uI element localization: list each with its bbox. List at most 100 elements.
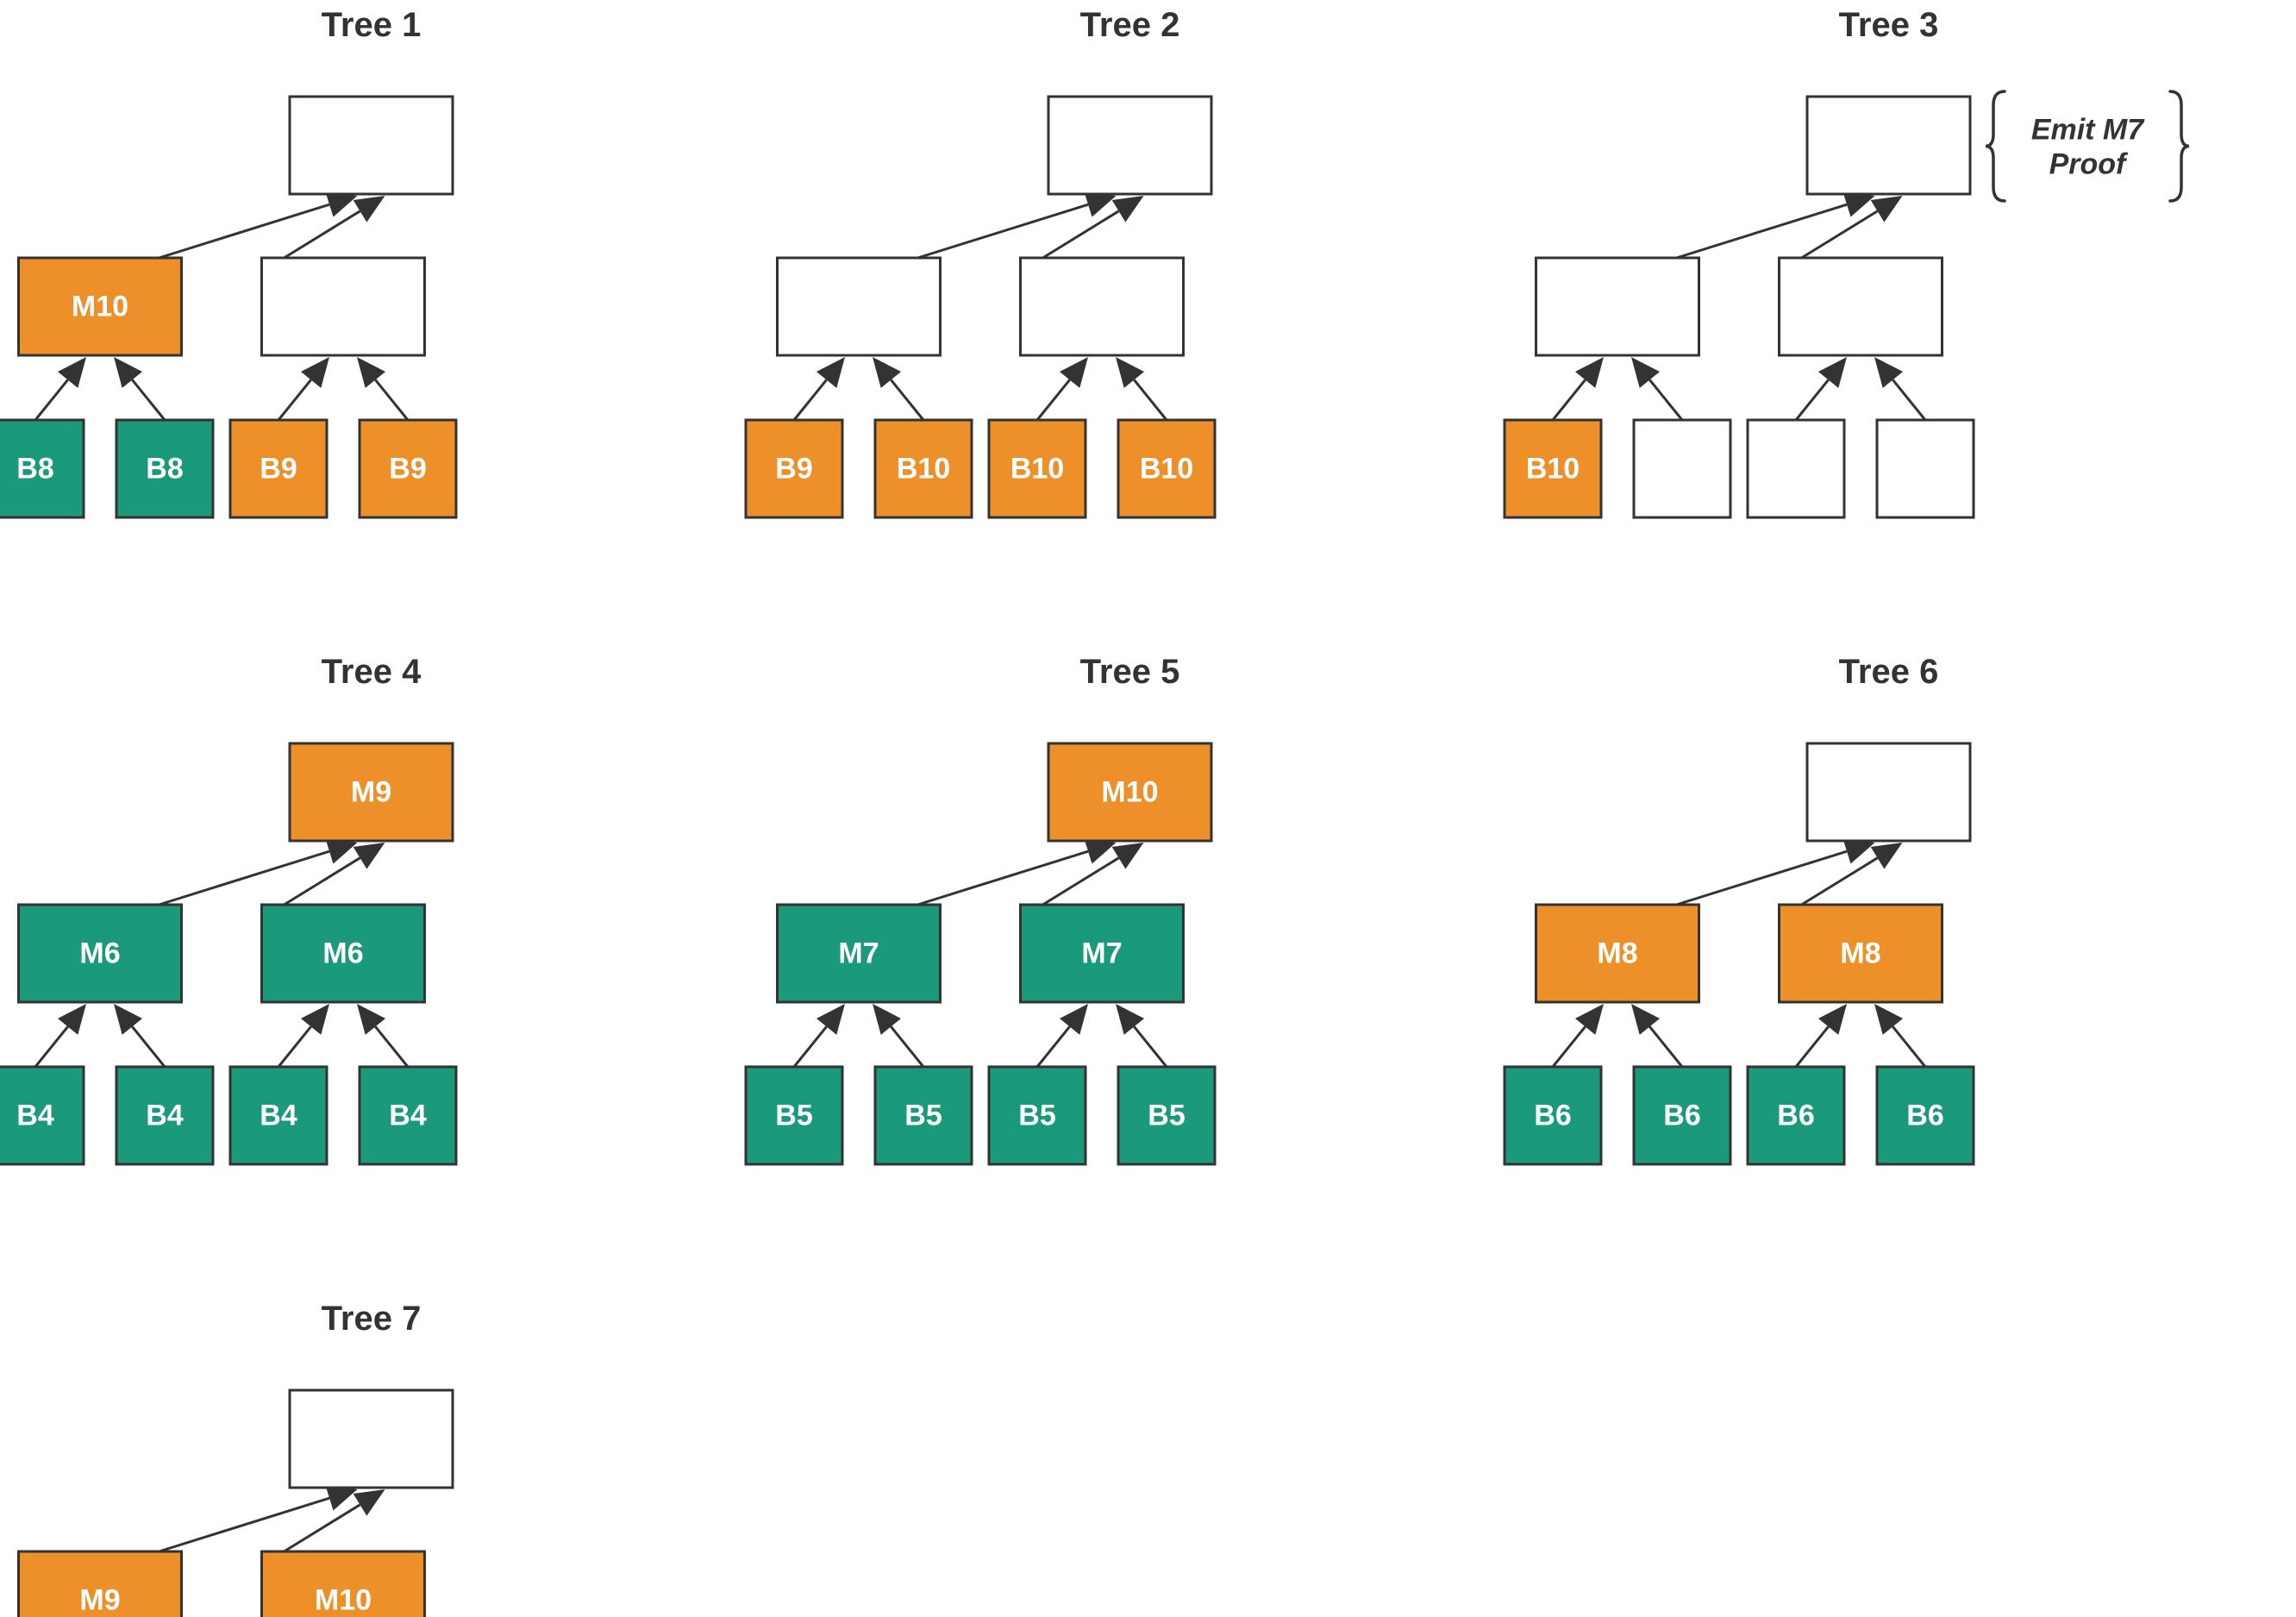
- tree-2-leaf-node-3[interactable]: B10: [987, 418, 1087, 519]
- tree-1-leaf-node-2[interactable]: B8: [115, 418, 215, 519]
- tree-1-leaf-node-3[interactable]: B9: [228, 418, 328, 519]
- tree-4-leaf-node-3-rect[interactable]: [228, 1065, 328, 1166]
- tree-4-mid-node-2-rect[interactable]: [260, 903, 426, 1004]
- tree-6-leaf-node-2-rect[interactable]: [1632, 1065, 1732, 1166]
- tree-2-mid-node-2-rect[interactable]: [1019, 256, 1185, 357]
- tree-2-leaf-node-1[interactable]: B9: [744, 418, 844, 519]
- tree-2-leaf-node-1-rect[interactable]: [744, 418, 844, 519]
- tree-2-leaf-node-2[interactable]: B10: [873, 418, 973, 519]
- tree-title-1: Tree 1: [322, 6, 422, 44]
- tree-3-mid-node-2-rect[interactable]: [1778, 256, 1943, 357]
- tree-4-leaf-node-4[interactable]: B4: [358, 1065, 458, 1166]
- tree-6-leaf-node-1-rect[interactable]: [1503, 1065, 1603, 1166]
- tree-6-leaf-node-2[interactable]: B6: [1632, 1065, 1732, 1166]
- tree-1-mid-node-2-rect[interactable]: [260, 256, 426, 357]
- tree-7-mid-node-2-rect[interactable]: [260, 1550, 426, 1617]
- tree-6-mid-node-1-rect[interactable]: [1535, 903, 1700, 1004]
- tree-2-leaf-node-3-rect[interactable]: [987, 418, 1087, 519]
- tree-5-leaf-node-4-rect[interactable]: [1117, 1065, 1217, 1166]
- tree-5-mid-node-1[interactable]: M7: [776, 903, 942, 1004]
- tree-5-leaf-node-2[interactable]: B5: [873, 1065, 973, 1166]
- tree-3-leaf-node-1[interactable]: B10: [1503, 418, 1603, 519]
- tree-5-leaf-node-4[interactable]: B5: [1117, 1065, 1217, 1166]
- tree-3-mid-node-1-rect[interactable]: [1535, 256, 1700, 357]
- tree-3-leaf-node-4-rect[interactable]: [1875, 418, 1975, 519]
- tree-6-mid-node-2-rect[interactable]: [1778, 903, 1943, 1004]
- tree-5-leaf-node-3-rect[interactable]: [987, 1065, 1087, 1166]
- tree-6-leaf-node-1[interactable]: B6: [1503, 1065, 1603, 1166]
- tree-2-mid-node-1[interactable]: [776, 256, 942, 357]
- tree-4-leaf-node-3[interactable]: B4: [228, 1065, 328, 1166]
- tree-4-leaf-node-1[interactable]: B4: [0, 1065, 85, 1166]
- tree-4-mid-node-2[interactable]: M6: [260, 903, 426, 1004]
- tree-5-mid-node-1-label: M7: [838, 937, 879, 969]
- tree-4-mid-node-1[interactable]: M6: [17, 903, 183, 1004]
- tree-3-root-node[interactable]: [1805, 95, 1972, 196]
- tree-1-leaf-node-4[interactable]: B9: [358, 418, 458, 519]
- tree-7-root-node-rect[interactable]: [288, 1388, 454, 1489]
- tree-edge-arrowhead-l2: [1817, 1004, 1847, 1035]
- tree-4-root-node-rect[interactable]: [288, 742, 454, 843]
- tree-edge-line: [1133, 379, 1168, 421]
- tree-4-leaf-node-2-rect[interactable]: [115, 1065, 215, 1166]
- tree-5-root-node[interactable]: M10: [1047, 742, 1213, 843]
- tree-6-leaf-node-3-rect[interactable]: [1746, 1065, 1846, 1166]
- tree-4-leaf-node-4-rect[interactable]: [358, 1065, 458, 1166]
- tree-1-leaf-node-1[interactable]: B8: [0, 418, 85, 519]
- tree-2-mid-node-2[interactable]: [1019, 256, 1185, 357]
- tree-2-root-node[interactable]: [1047, 95, 1213, 196]
- tree-6-leaf-node-4[interactable]: B6: [1875, 1065, 1975, 1166]
- tree-3-mid-node-1[interactable]: [1535, 256, 1700, 357]
- tree-3-leaf-node-4[interactable]: [1875, 418, 1975, 519]
- tree-edge-arrowhead-m1: [1870, 843, 1903, 869]
- tree-5-leaf-node-2-label: B5: [904, 1099, 942, 1131]
- tree-2-leaf-node-4-rect[interactable]: [1117, 418, 1217, 519]
- tree-3-leaf-node-2-rect[interactable]: [1632, 418, 1732, 519]
- tree-4-leaf-node-2[interactable]: B4: [115, 1065, 215, 1166]
- tree-5-mid-node-1-rect[interactable]: [776, 903, 942, 1004]
- tree-1-root-node-rect[interactable]: [288, 95, 454, 196]
- tree-3-root-node-rect[interactable]: [1805, 95, 1972, 196]
- tree-5-leaf-node-3[interactable]: B5: [987, 1065, 1087, 1166]
- tree-6-leaf-node-4-rect[interactable]: [1875, 1065, 1975, 1166]
- tree-4-mid-node-1-rect[interactable]: [17, 903, 183, 1004]
- tree-5-mid-node-2[interactable]: M7: [1019, 903, 1185, 1004]
- tree-7-mid-node-1-rect[interactable]: [17, 1550, 183, 1617]
- tree-7-root-node[interactable]: [288, 1388, 454, 1489]
- tree-2-leaf-node-3-label: B10: [1010, 452, 1064, 485]
- tree-7-mid-node-1[interactable]: M9: [17, 1550, 183, 1617]
- tree-2-mid-node-1-rect[interactable]: [776, 256, 942, 357]
- tree-1-root-node[interactable]: [288, 95, 454, 196]
- tree-2-leaf-node-2-rect[interactable]: [873, 418, 973, 519]
- tree-1-leaf-node-4-rect[interactable]: [358, 418, 458, 519]
- tree-5-root-node-rect[interactable]: [1047, 742, 1213, 843]
- tree-5-leaf-node-2-rect[interactable]: [873, 1065, 973, 1166]
- tree-7-mid-node-2[interactable]: M10: [260, 1550, 426, 1617]
- tree-6-leaf-node-3[interactable]: B6: [1746, 1065, 1846, 1166]
- tree-4-root-node[interactable]: M9: [288, 742, 454, 843]
- tree-1-mid-node-1[interactable]: M10: [17, 256, 183, 357]
- tree-5-mid-node-2-rect[interactable]: [1019, 903, 1185, 1004]
- tree-6-mid-node-2[interactable]: M8: [1778, 903, 1943, 1004]
- tree-3-mid-node-2[interactable]: [1778, 256, 1943, 357]
- tree-6-root-node-rect[interactable]: [1805, 742, 1972, 843]
- tree-1-leaf-node-2-rect[interactable]: [115, 418, 215, 519]
- tree-2-root-node-rect[interactable]: [1047, 95, 1213, 196]
- tree-3-leaf-node-3-rect[interactable]: [1746, 418, 1846, 519]
- tree-5-leaf-node-1[interactable]: B5: [744, 1065, 844, 1166]
- tree-6-mid-node-1[interactable]: M8: [1535, 903, 1700, 1004]
- tree-4-mid-node-1-label: M6: [79, 937, 120, 969]
- tree-3-leaf-node-1-rect[interactable]: [1503, 418, 1603, 519]
- tree-1-leaf-node-3-rect[interactable]: [228, 418, 328, 519]
- tree-1-mid-node-1-rect[interactable]: [17, 256, 183, 357]
- tree-edge-arrowhead-l3: [1874, 1004, 1904, 1035]
- tree-1-mid-node-2[interactable]: [260, 256, 426, 357]
- tree-2-leaf-node-4[interactable]: B10: [1117, 418, 1217, 519]
- tree-1-leaf-node-1-rect[interactable]: [0, 418, 85, 519]
- tree-6-root-node[interactable]: [1805, 742, 1972, 843]
- tree-6-leaf-node-4-label: B6: [1906, 1099, 1943, 1131]
- tree-5-leaf-node-1-rect[interactable]: [744, 1065, 844, 1166]
- tree-3-leaf-node-3[interactable]: [1746, 418, 1846, 519]
- tree-4-leaf-node-1-rect[interactable]: [0, 1065, 85, 1166]
- tree-3-leaf-node-2[interactable]: [1632, 418, 1732, 519]
